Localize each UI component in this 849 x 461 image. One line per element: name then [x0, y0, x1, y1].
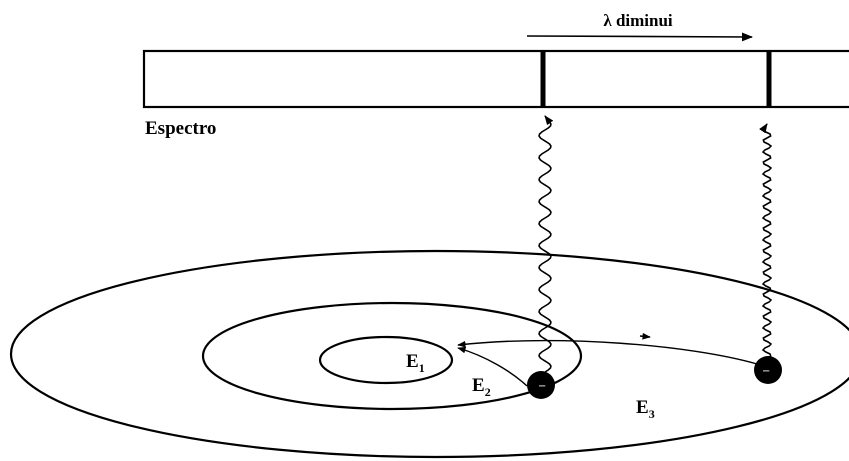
direction-arrow [527, 36, 752, 37]
spectrum-bar [144, 50, 849, 108]
transition-arrow-mid [640, 336, 650, 337]
electron-2: − [754, 356, 782, 384]
label-e1: E1 [406, 351, 425, 375]
label-e2: E2 [472, 375, 491, 399]
label-e1-subscript: 1 [419, 361, 425, 375]
electron-1: − [527, 371, 555, 399]
svg-text:−: − [762, 366, 770, 377]
photon-wave-2 [763, 124, 771, 358]
orbit-e3 [11, 251, 849, 457]
photon-wave-1 [539, 116, 551, 372]
spectrum-label: Espectro [145, 118, 216, 139]
label-e3-symbol: E [636, 397, 649, 418]
transition-e3-to-e1 [458, 341, 757, 364]
label-e3-subscript: 3 [649, 407, 655, 421]
orbit-e1 [320, 337, 452, 383]
svg-text:−: − [538, 381, 546, 392]
label-e1-symbol: E [406, 351, 419, 372]
orbit-e2 [203, 303, 581, 409]
label-e2-subscript: 2 [485, 385, 491, 399]
spectrum-box [144, 51, 849, 107]
label-e3: E3 [636, 397, 655, 421]
orbits [11, 251, 849, 457]
direction-label: λ diminui [603, 11, 673, 30]
label-e2-symbol: E [472, 375, 485, 396]
photons [539, 116, 771, 372]
transitions [458, 336, 757, 386]
transition-e2-to-e1 [458, 348, 527, 386]
wavelength-direction-indicator: λ diminui [527, 11, 752, 37]
